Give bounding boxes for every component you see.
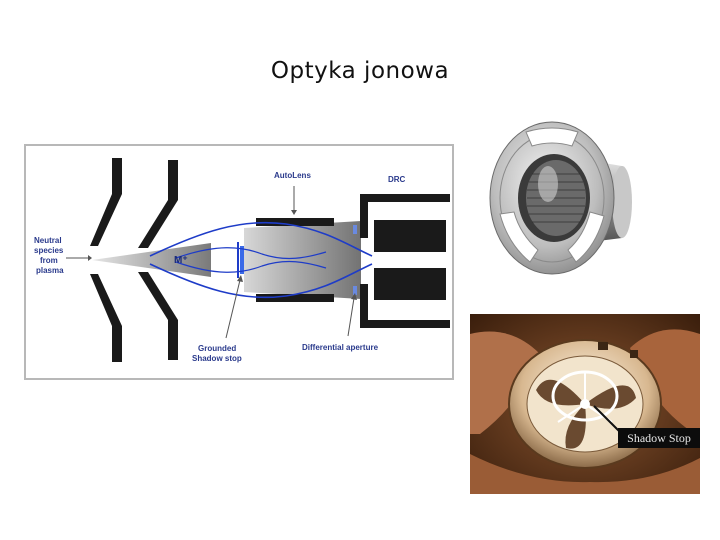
slide-title: Optyka jonowa: [270, 58, 450, 84]
shadow-stop-photo: Shadow Stop: [470, 314, 700, 494]
autolens-photo: [482, 104, 644, 284]
sampler-cone-upper: [90, 158, 122, 246]
grounded-arrow: [225, 279, 241, 339]
label-grounded-2: Shadow stop: [192, 354, 242, 363]
differential-arrow: [347, 297, 355, 337]
drc-rod-upper: [374, 220, 446, 252]
label-neutral-2: species: [34, 246, 64, 255]
label-ion: M⁺: [174, 255, 188, 266]
drc-rod-lower: [374, 268, 446, 300]
autolens-lower-plate: [256, 294, 334, 302]
beam-shadow-region: [244, 221, 361, 299]
label-autolens: AutoLens: [274, 171, 311, 180]
label-neutral-1: Neutral: [34, 236, 62, 245]
grounded-shadow-stop: [240, 246, 244, 274]
label-neutral-4: plasma: [36, 266, 64, 275]
drc-housing: [360, 194, 450, 238]
skimmer-cone-upper: [138, 160, 178, 248]
shadow-stop-caption: Shadow Stop: [618, 428, 700, 448]
ion-optics-diagram: Neutral species from plasma AutoLens DRC…: [24, 144, 454, 380]
caption-pointer: [593, 405, 621, 433]
label-differential: Differential aperture: [302, 343, 379, 352]
differential-aperture-mark: [353, 225, 357, 234]
hand-left: [470, 331, 540, 434]
label-neutral-3: from: [40, 256, 58, 265]
label-grounded-1: Grounded: [198, 344, 236, 353]
hand-right: [630, 329, 700, 432]
autolens-upper-plate: [256, 218, 334, 226]
ion-trajectory: [149, 221, 373, 257]
label-drc: DRC: [388, 175, 406, 184]
skimmer-cone-lower: [138, 272, 178, 360]
ion-beam-cone: [92, 243, 211, 277]
sampler-cone-lower: [90, 274, 122, 362]
